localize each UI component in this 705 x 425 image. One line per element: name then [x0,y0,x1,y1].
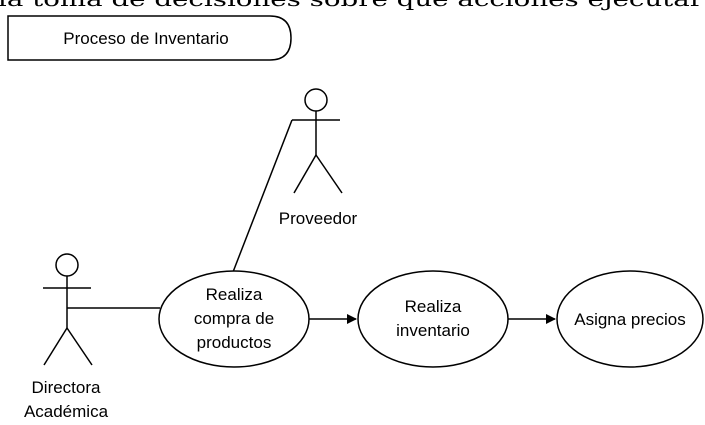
actor-proveedor-head [304,88,328,112]
use-case-realiza-compra-line1: Realiza [206,285,263,304]
diagram-title: Proceso de Inventario [63,29,228,48]
actor-directora-right-leg [66,327,93,366]
actor-proveedor-label: Proveedor [279,209,358,228]
actor-directora-head [55,253,79,277]
use-case-asigna-precios-line1: Asigna precios [574,310,686,329]
actor-directora-label-line2: Académica [24,402,109,421]
use-case-realiza-compra-line2: compra de [194,309,274,328]
actor-directora-label-line1: Directora [32,378,102,397]
use-case-realiza-inventario-line2: inventario [396,321,470,340]
actor-directora-left-leg [43,327,68,366]
actor-proveedor-left-leg [293,154,317,194]
use-case-realiza-compra-line3: productos [197,333,272,352]
actor-proveedor [292,88,343,194]
cropped-text-line: la toma de decisiones sobre que acciones… [0,0,704,11]
actor-proveedor-right-leg [315,154,343,194]
use-case-asigna-precios [556,270,704,368]
association-proveedor-compra [232,119,293,273]
use-case-realiza-inventario [357,270,509,368]
use-case-realiza-inventario-line1: Realiza [405,297,462,316]
title-box [7,15,292,61]
actor-directora [43,253,93,366]
